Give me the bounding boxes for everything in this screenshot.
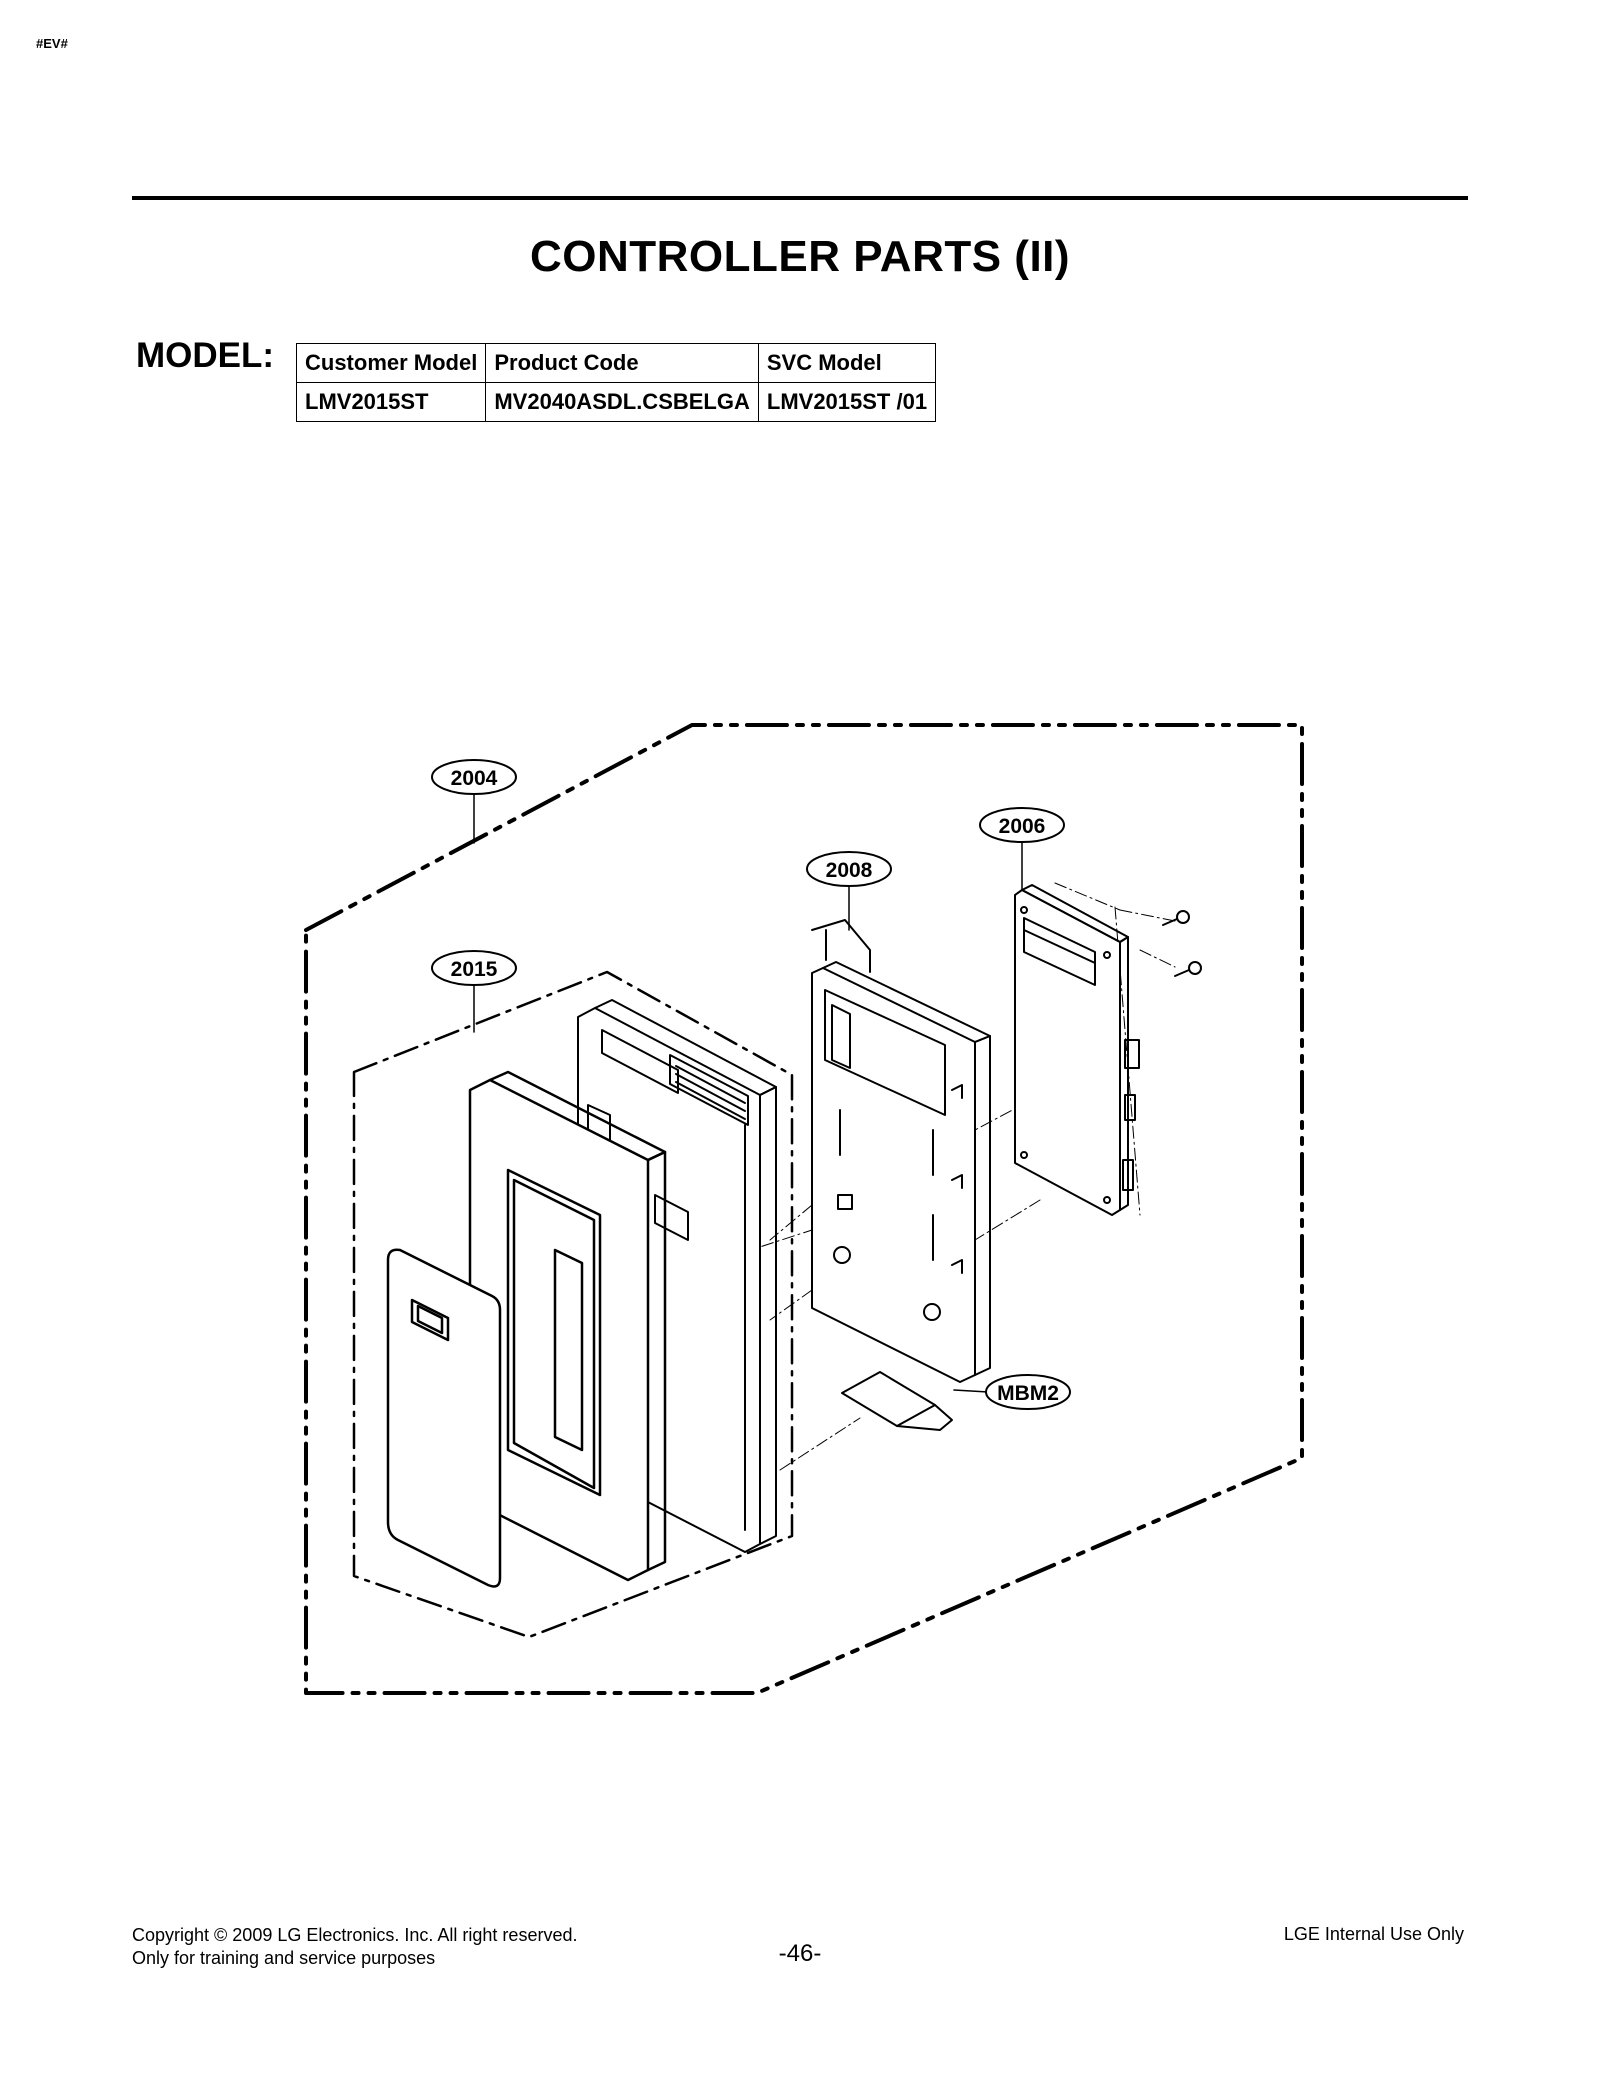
callout-2004: 2004 — [431, 759, 517, 795]
header-svc-model: SVC Model — [757, 343, 937, 383]
model-table: Customer Model Product Code SVC Model LM… — [295, 343, 937, 422]
assembly-boundary-2015 — [352, 970, 794, 1639]
header-product-code: Product Code — [485, 343, 759, 383]
footer-internal: LGE Internal Use Only — [1283, 1924, 1464, 1944]
screws — [1162, 910, 1202, 977]
callout-mbm2-label: MBM2 — [997, 1382, 1059, 1405]
footer-purpose: Only for training and service purposes — [132, 1948, 436, 1968]
callout-2008: 2008 — [806, 851, 892, 887]
callout-2008-label: 2008 — [826, 859, 873, 882]
model-table-value-row: LMV2015ST MV2040ASDL.CSBELGA LMV2015ST /… — [295, 382, 937, 422]
bracket-mbm2 — [841, 1371, 953, 1431]
callout-2015: 2015 — [431, 950, 517, 986]
header-customer-model: Customer Model — [295, 343, 487, 383]
model-table-header-row: Customer Model Product Code SVC Model — [295, 343, 937, 383]
leader-lines — [473, 794, 1023, 1393]
page-tag: #EV# — [36, 36, 68, 51]
leader-mbm2 — [953, 1389, 989, 1393]
model-label: MODEL: — [136, 336, 275, 375]
footer-left: Copyright © 2009 LG Electronics. Inc. Al… — [132, 1924, 577, 1970]
bracket-2008 — [811, 919, 991, 1383]
header-rule — [132, 196, 1468, 200]
footer-copyright: Copyright © 2009 LG Electronics. Inc. Al… — [132, 1925, 578, 1945]
callout-2006-label: 2006 — [999, 815, 1046, 838]
callout-mbm2: MBM2 — [985, 1374, 1071, 1410]
assembly-boundary-2004 — [304, 723, 1304, 1695]
page-title: CONTROLLER PARTS (II) — [529, 232, 1071, 281]
value-svc-model: LMV2015ST /01 — [757, 382, 937, 422]
value-customer-model: LMV2015ST — [295, 382, 487, 422]
callout-2004-label: 2004 — [451, 767, 498, 790]
front-cover-panel — [386, 1248, 502, 1588]
callout-2015-label: 2015 — [451, 958, 498, 981]
callout-2006: 2006 — [979, 807, 1065, 843]
page-number: -46- — [778, 1940, 822, 1967]
pcb-2006 — [1014, 884, 1140, 1216]
